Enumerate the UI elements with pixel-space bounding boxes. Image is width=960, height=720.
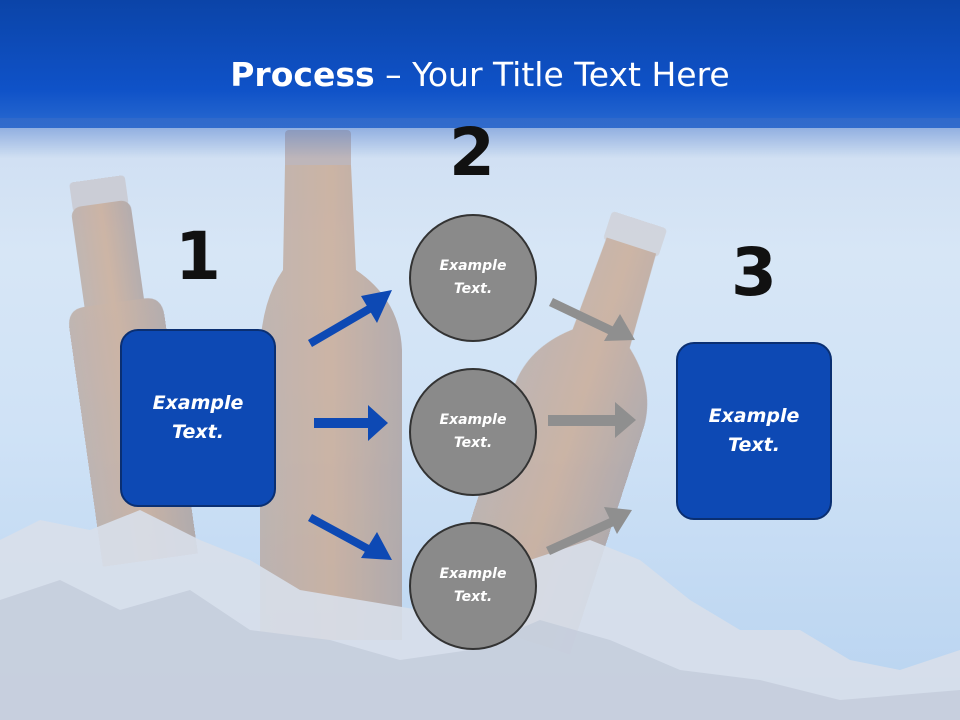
slide-title: Process – Your Title Text Here xyxy=(0,52,960,98)
title-bar xyxy=(0,0,960,128)
process-box-left: Example Text. xyxy=(120,329,276,507)
step-number-2: 2 xyxy=(449,114,495,191)
step-number-3: 3 xyxy=(731,234,777,311)
arrow-blue-up-icon xyxy=(308,290,392,347)
process-circle-middle-label: Example Text. xyxy=(439,412,507,451)
slide-title-bold: Process xyxy=(230,55,375,94)
process-box-right-label: Example Text. xyxy=(708,405,800,456)
process-circle-top-label: Example Text. xyxy=(439,258,507,297)
process-circle-bottom: Example Text. xyxy=(409,522,537,650)
slide-title-rest: – Your Title Text Here xyxy=(374,55,730,94)
arrow-gray-down-icon xyxy=(549,298,635,341)
arrow-blue-down-icon xyxy=(308,514,392,560)
arrow-gray-right-icon xyxy=(548,402,636,438)
title-bar-fade xyxy=(0,118,960,158)
process-box-right: Example Text. xyxy=(676,342,832,520)
process-circle-top: Example Text. xyxy=(409,214,537,342)
arrow-gray-up-icon xyxy=(546,507,632,555)
process-circle-bottom-label: Example Text. xyxy=(439,566,507,605)
process-box-left-label: Example Text. xyxy=(152,392,244,443)
step-number-1: 1 xyxy=(175,218,221,295)
arrow-blue-right-icon xyxy=(314,405,388,441)
process-circle-middle: Example Text. xyxy=(409,368,537,496)
